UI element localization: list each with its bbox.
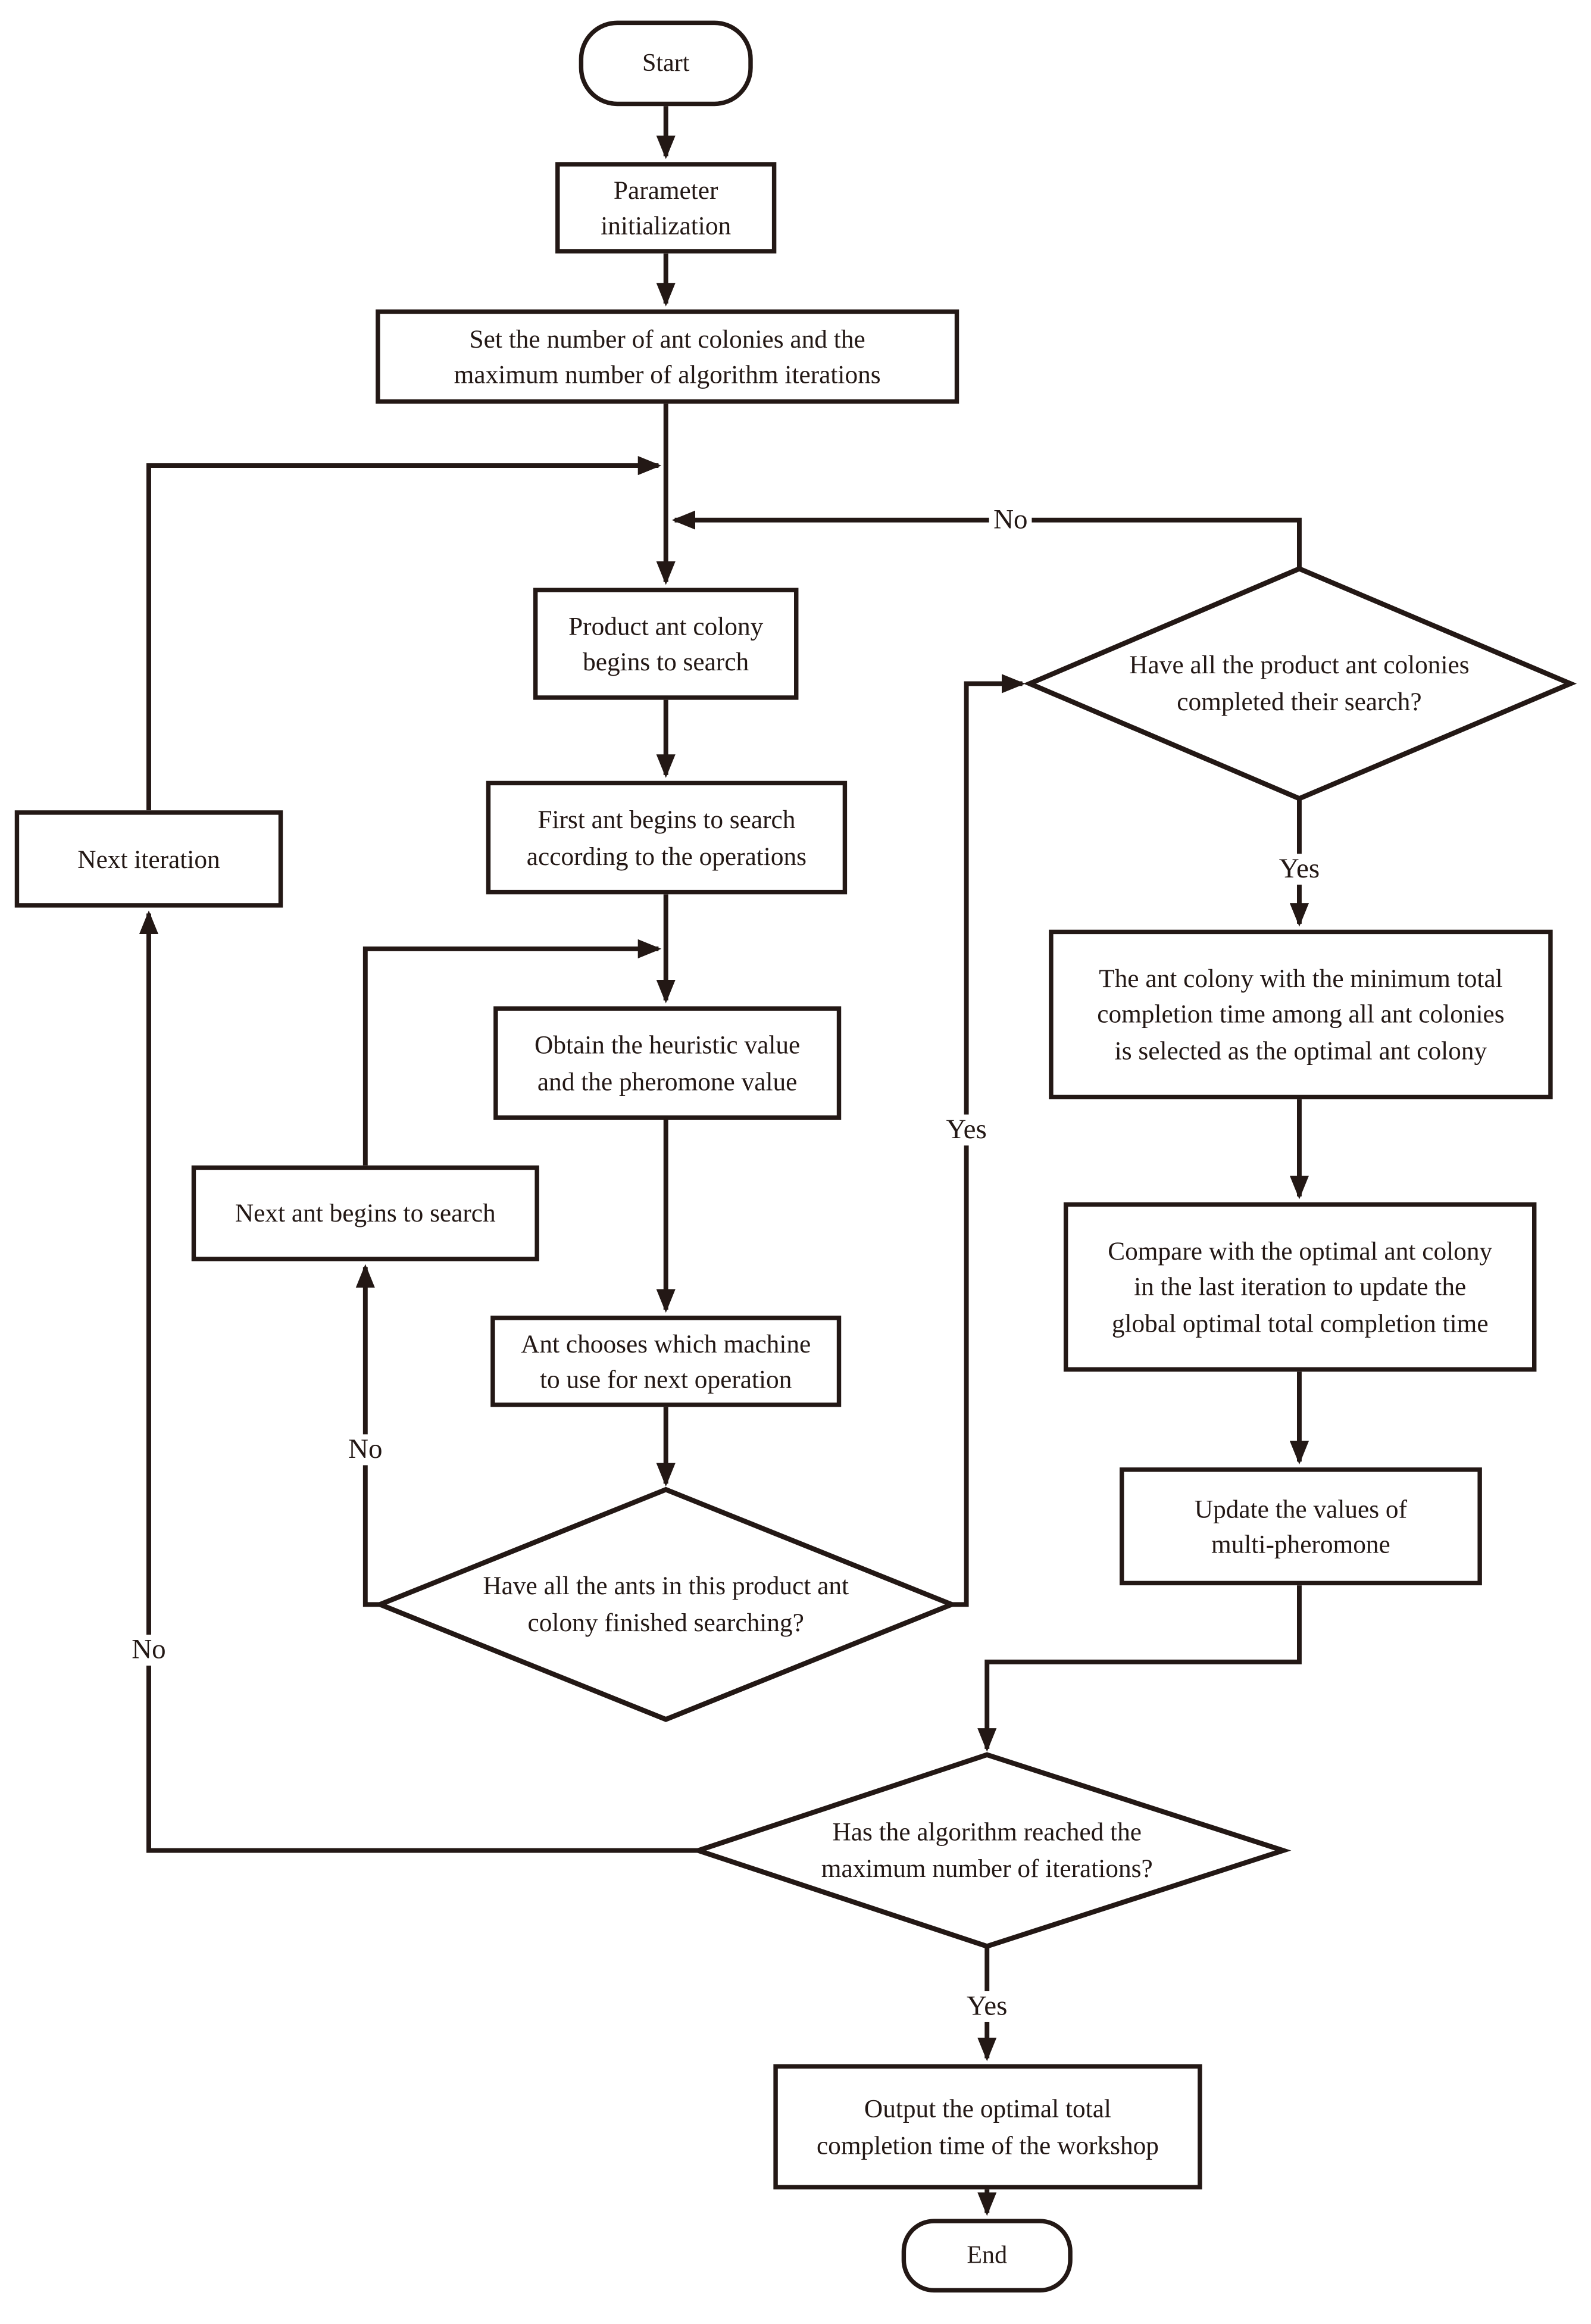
edge-update-to-max-decision	[977, 1585, 1302, 1752]
update-pheromone-box: Update the values of multi-pheromone	[1119, 1467, 1482, 1586]
edge-label-max-yes: Yes	[962, 1991, 1012, 2022]
compare-update-global-box: Compare with the optimal ant colony in t…	[1063, 1202, 1537, 1372]
select-optimal-colony-box: The ant colony with the minimum total co…	[1049, 929, 1553, 1099]
edge-label-ants-no: No	[343, 1434, 387, 1466]
first-ant-search-box: First ant begins to search according to …	[486, 780, 848, 895]
end-terminator: End	[901, 2219, 1073, 2293]
edge-label-colonies-no: No	[989, 504, 1033, 536]
set-colonies-box: Set the number of ant colonies and the m…	[376, 309, 959, 404]
edge-next-iteration-to-main	[146, 456, 662, 811]
max-iterations-decision	[690, 1752, 1292, 1949]
obtain-values-box: Obtain the heuristic value and the phero…	[493, 1006, 842, 1120]
edge-next-ant-to-main	[362, 939, 662, 1166]
next-ant-search-box: Next ant begins to search	[191, 1165, 539, 1261]
edge-max-no-to-next-iteration	[139, 910, 699, 1853]
edge-colonies-no-to-main	[671, 510, 1302, 569]
output-result-box: Output the optimal total completion time…	[773, 2064, 1202, 2189]
edge-label-max-no: No	[127, 1635, 171, 1666]
edge-label-colonies-yes: Yes	[1274, 854, 1324, 885]
parameter-initialization-box: Parameter initialization	[555, 162, 777, 254]
edge-label-ants-yes: Yes	[941, 1114, 992, 1146]
ant-chooses-machine-box: Ant chooses which machine to use for nex…	[490, 1316, 842, 1407]
start-terminator: Start	[579, 20, 753, 107]
ants-finished-decision-label: Have all the ants in this product ant co…	[483, 1570, 849, 1637]
product-colony-search-box: Product ant colony begins to search	[533, 588, 799, 700]
ants-finished-decision	[373, 1486, 959, 1722]
next-iteration-box: Next iteration	[14, 810, 283, 908]
colonies-completed-decision	[1023, 566, 1577, 802]
colonies-completed-decision-label: Have all the product ant colonies comple…	[1129, 649, 1470, 716]
max-iterations-decision-label: Has the algorithm reached the maximum nu…	[821, 1816, 1153, 1883]
